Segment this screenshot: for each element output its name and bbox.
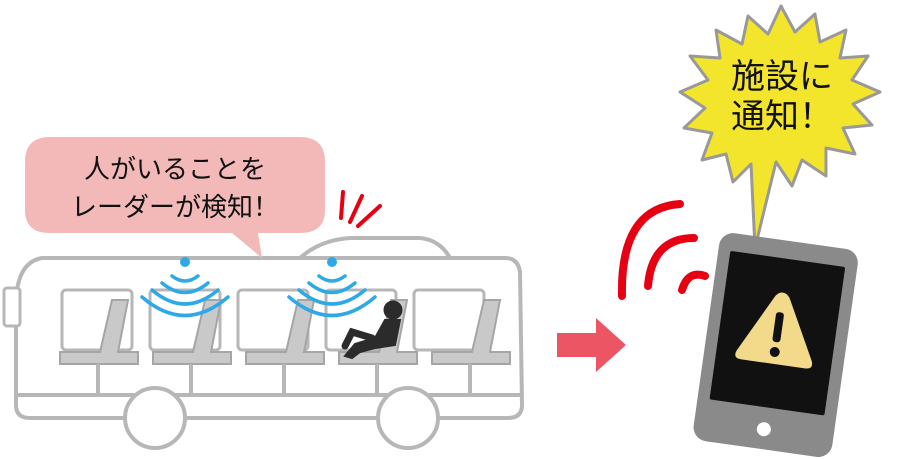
signal-wave-icon bbox=[617, 200, 709, 300]
bus bbox=[2, 236, 525, 450]
bus-wheel bbox=[123, 386, 187, 450]
speech-bubble-line1: 人がいることを bbox=[84, 155, 266, 185]
radar-wave-icon bbox=[287, 274, 377, 318]
phone-home-button-icon bbox=[756, 422, 771, 437]
starburst-line2: 通知！ bbox=[731, 97, 833, 137]
bus-seat bbox=[152, 299, 232, 365]
starburst-line1: 施設に bbox=[731, 57, 833, 97]
speech-bubble: 人がいることを レーダーが検知！ bbox=[25, 137, 325, 258]
arrow-right-icon bbox=[557, 318, 626, 372]
radar-sensor-right bbox=[287, 257, 377, 318]
radar-sensor-icon bbox=[327, 257, 337, 267]
bus-seat bbox=[245, 299, 325, 365]
radar-sensor-left bbox=[140, 257, 230, 318]
bus-seat bbox=[59, 299, 139, 365]
notification-starburst: 施設に 通知！ bbox=[678, 4, 882, 250]
bus-window bbox=[412, 288, 486, 352]
radar-sensor-icon bbox=[180, 257, 190, 267]
speech-bubble-line2: レーダーが検知！ bbox=[71, 193, 279, 223]
alert-mark-icon bbox=[339, 190, 382, 228]
bus-wheel bbox=[376, 386, 440, 450]
radar-wave-icon bbox=[140, 274, 230, 318]
bus-seat bbox=[431, 299, 511, 365]
bus-seats bbox=[59, 299, 511, 365]
bus-mirror bbox=[2, 286, 22, 328]
passenger-icon bbox=[341, 300, 403, 360]
warning-triangle-icon bbox=[735, 292, 813, 369]
smartphone bbox=[693, 233, 858, 457]
